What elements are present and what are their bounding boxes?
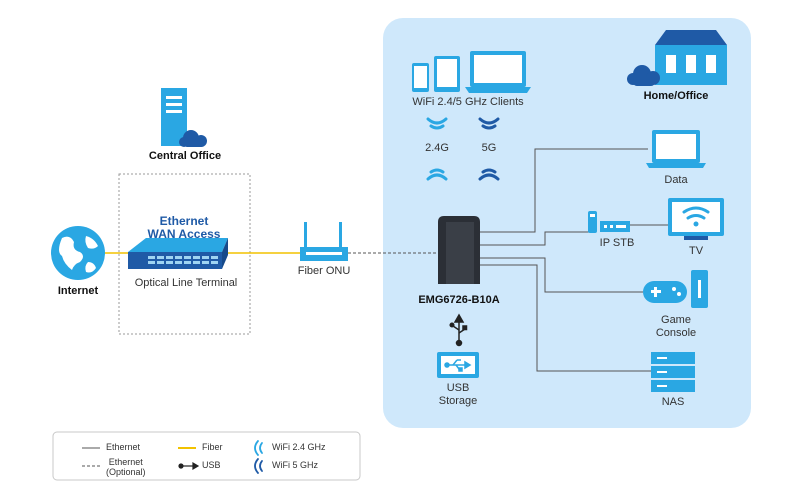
- nas-icon: [651, 352, 695, 392]
- internet-label: Internet: [57, 285, 99, 297]
- server-icon: [161, 88, 187, 146]
- wan-access-line1: Ethernet: [159, 214, 209, 228]
- wan-access-label: Ethernet WAN Access: [148, 215, 221, 241]
- olt-device: [128, 238, 228, 269]
- band-24-label: 2.4G: [425, 142, 449, 154]
- legend-usb-icon: [178, 461, 200, 471]
- wifi-clients-label: WiFi 2.4/5 GHz Clients: [412, 96, 524, 108]
- tv-icon: [668, 198, 724, 240]
- house-icon: [655, 30, 727, 85]
- legend-box: [52, 431, 361, 481]
- data-label: Data: [664, 174, 688, 186]
- home-cloud-icon: [627, 65, 660, 86]
- legend-ethernet-optional-line1: Ethernet: [108, 457, 143, 467]
- legend-wifi24-label: WiFi 2.4 GHz: [272, 442, 326, 452]
- cloud-icon: [179, 130, 207, 147]
- wan-access-line2: WAN Access: [147, 227, 221, 241]
- olt-label: Optical Line Terminal: [134, 277, 238, 289]
- fiber-onu-label: Fiber ONU: [297, 265, 351, 277]
- central-office-boundary: [118, 173, 251, 335]
- wifi-clients-devices: [412, 51, 531, 93]
- ethernet-links: [480, 148, 668, 372]
- legend-ethernet-optional-label: Ethernet (Optional): [106, 457, 146, 477]
- ip-stb-label: IP STB: [599, 237, 635, 249]
- legend-wifi5-icon: [254, 458, 263, 474]
- usb-storage-line2: Storage: [438, 395, 478, 407]
- legend-usb-label: USB: [202, 460, 221, 470]
- wifi-24-icon: [426, 117, 448, 181]
- remote-icon: [588, 211, 597, 233]
- console-tower-icon: [691, 270, 708, 308]
- usb-storage-label: USB Storage: [439, 382, 478, 408]
- home-office-panel: [383, 18, 751, 428]
- game-console-line1: Game: [661, 314, 691, 326]
- laptop-icon: [646, 130, 706, 168]
- tv-label: TV: [688, 245, 704, 257]
- fiber-onu-device: [300, 222, 348, 261]
- legend-fiber-label: Fiber: [202, 442, 223, 452]
- usb-storage-icon: [437, 352, 479, 378]
- wifi-5-icon: [478, 117, 500, 181]
- game-console-line2: Console: [655, 327, 697, 339]
- home-office-label: Home/Office: [643, 90, 709, 102]
- band-5-label: 5G: [481, 142, 497, 154]
- legend-ethernet-label: Ethernet: [106, 442, 141, 452]
- stb-icon: [600, 221, 630, 232]
- usb-link-icon: [449, 313, 468, 347]
- gamepad-icon: [643, 281, 687, 303]
- router-label: EMG6726-B10A: [418, 294, 500, 306]
- legend-ethernet-optional-line2: (Optional): [106, 467, 146, 477]
- globe-icon: [51, 226, 105, 280]
- legend-wifi5-label: WiFi 5 GHz: [272, 460, 318, 470]
- game-console-label: Game Console: [656, 314, 696, 340]
- nas-label: NAS: [661, 396, 685, 408]
- usb-storage-line1: USB: [446, 382, 470, 394]
- router-device: [438, 216, 480, 284]
- legend-wifi24-icon: [254, 440, 263, 456]
- central-office-label: Central Office: [148, 150, 222, 162]
